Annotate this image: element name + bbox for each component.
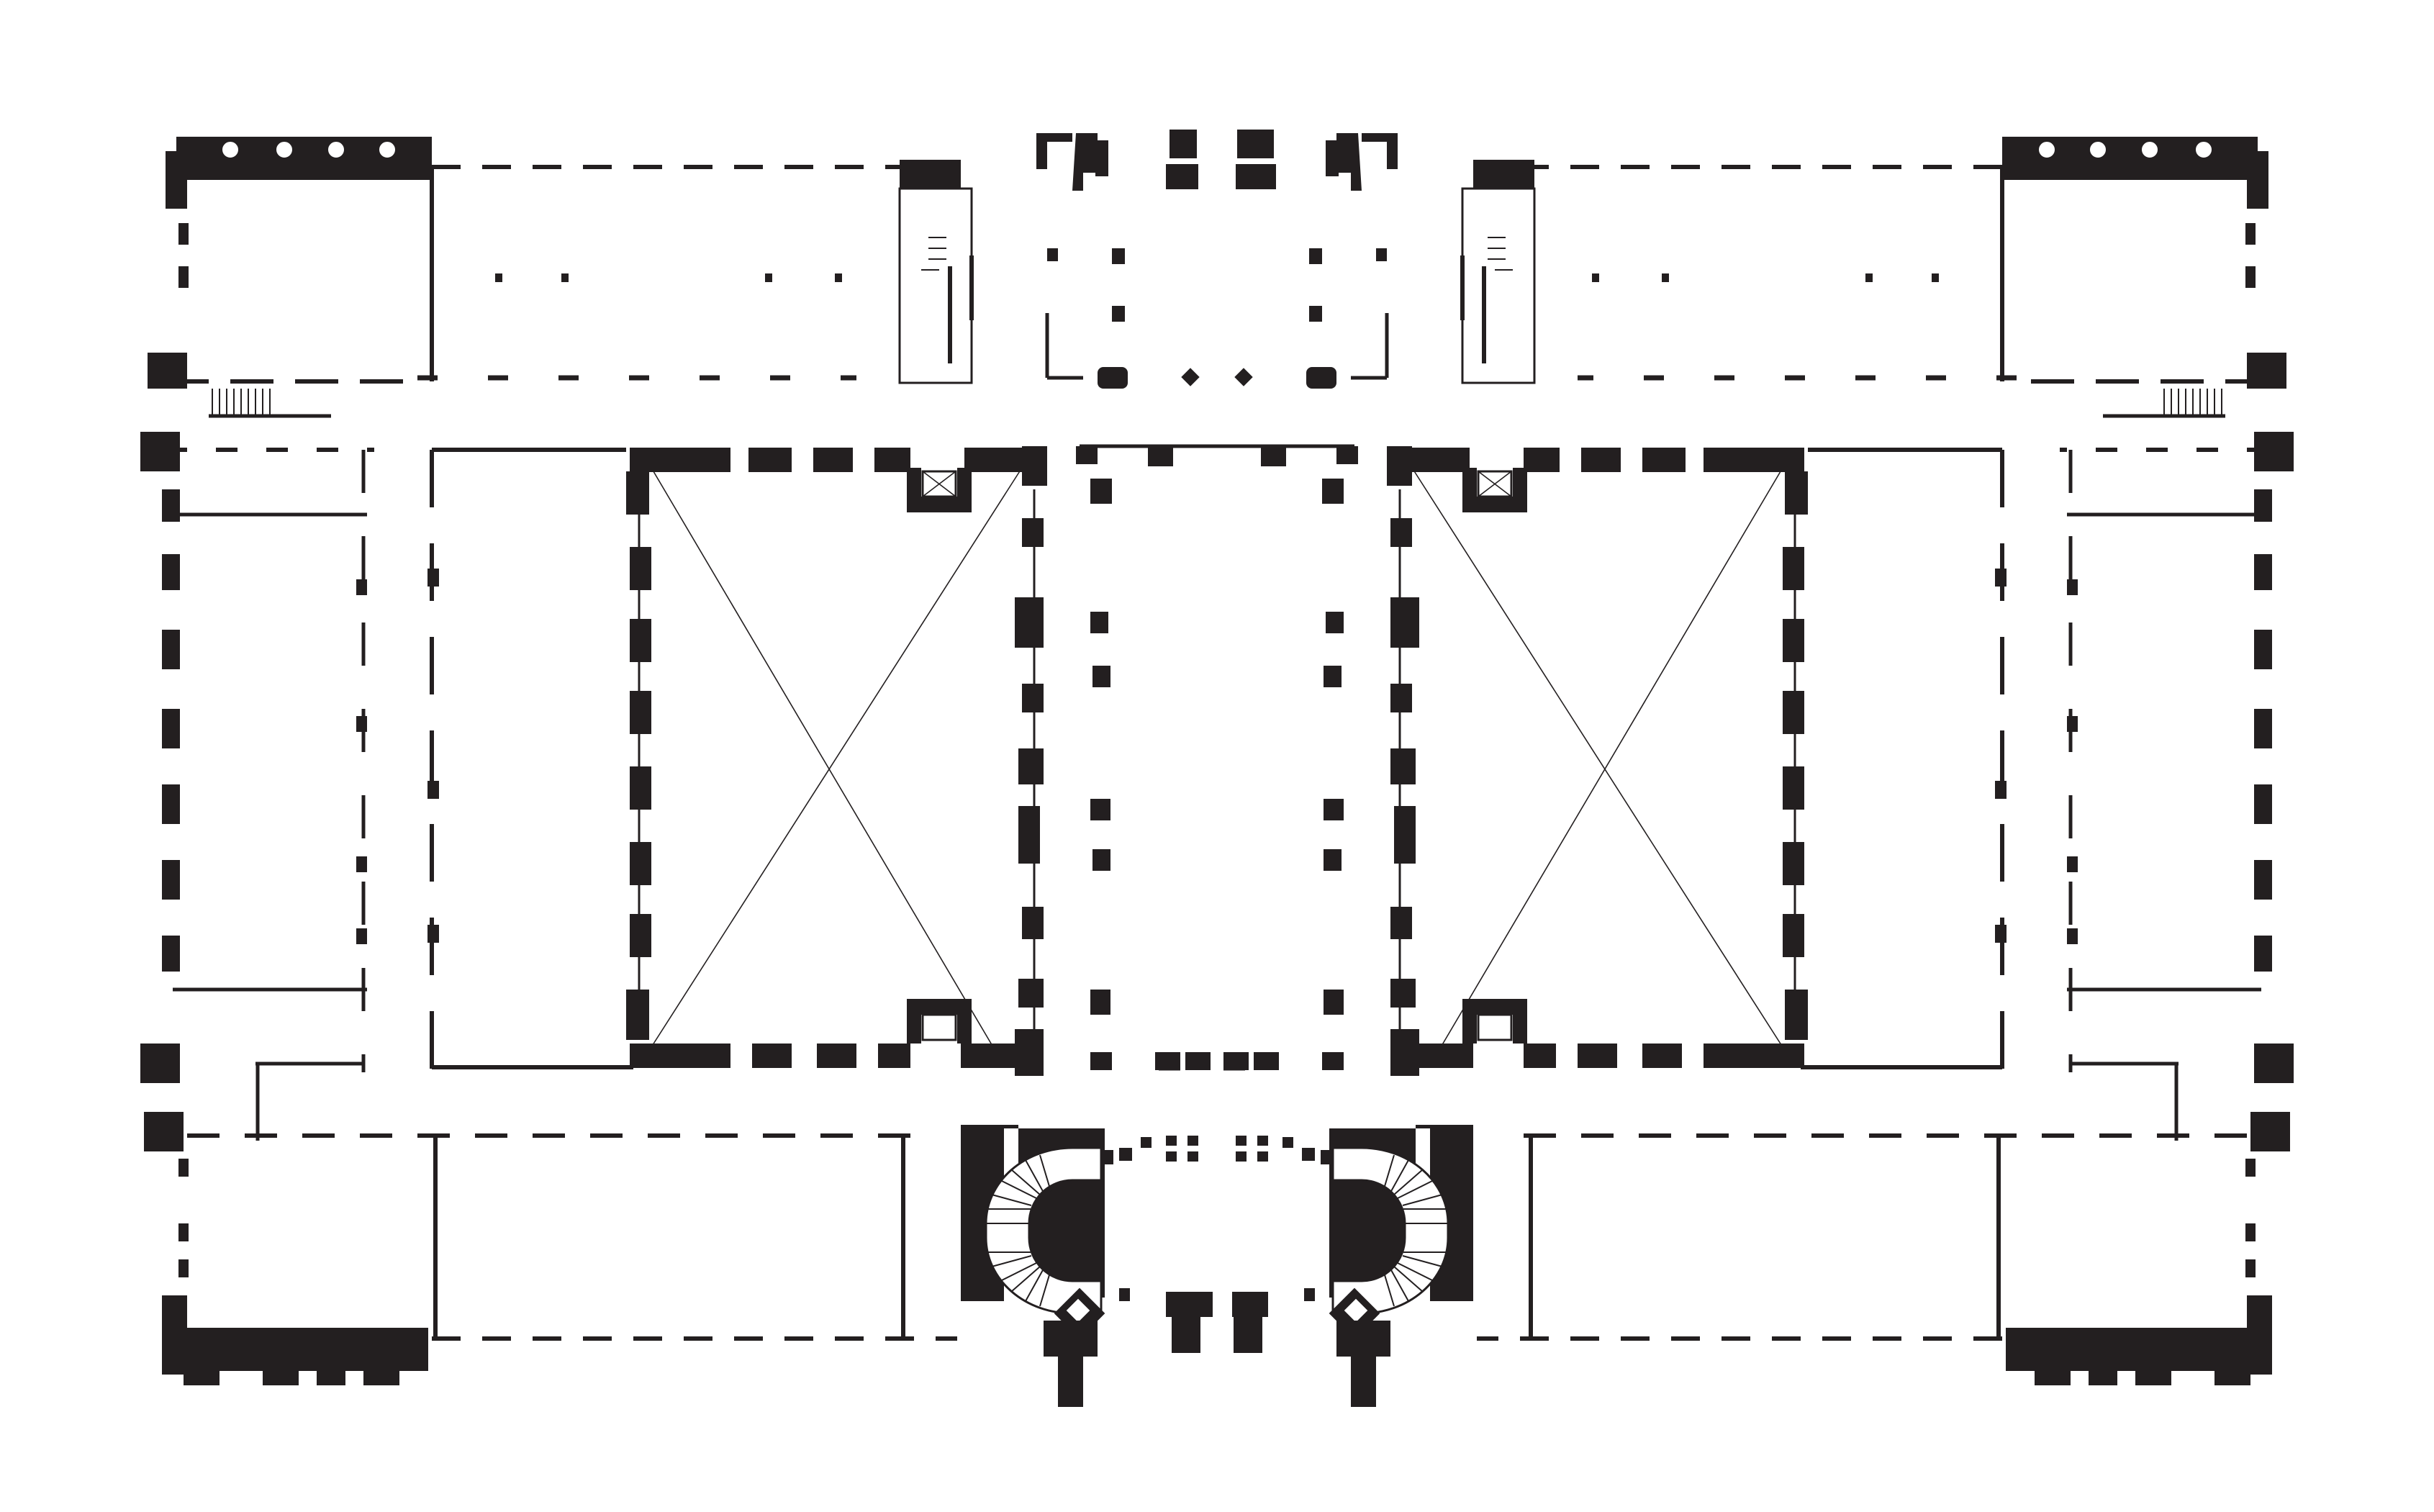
north-wing-left xyxy=(417,160,961,381)
west-gallery xyxy=(173,450,367,1141)
corner-pavilion-bottom-left xyxy=(162,1295,428,1385)
inner-gallery-left xyxy=(427,448,633,1069)
entrance-vestibule xyxy=(1036,130,1200,389)
north-stair-left xyxy=(898,187,974,384)
plan-half-right xyxy=(1160,130,2294,1407)
south-wing-left xyxy=(187,1133,957,1341)
spiral-staircase-left xyxy=(961,1125,1202,1407)
courtyard-left xyxy=(626,446,1047,1076)
plan-half-left xyxy=(140,130,1274,1407)
central-axis-elements xyxy=(1159,130,1276,1317)
central-nave-piers-left xyxy=(1076,444,1274,1070)
cross-corridor-north xyxy=(166,379,403,452)
west-facade-piers xyxy=(140,180,189,1277)
corner-pavilion-top-left xyxy=(166,137,432,209)
